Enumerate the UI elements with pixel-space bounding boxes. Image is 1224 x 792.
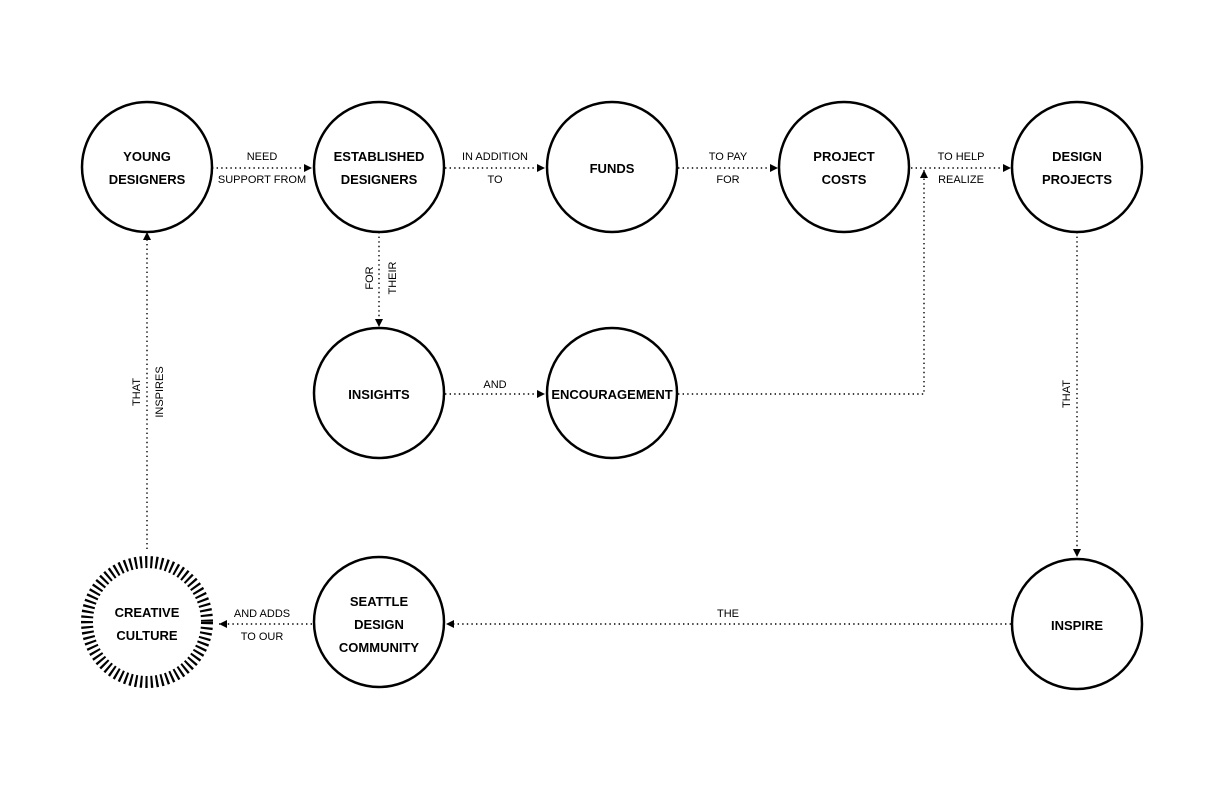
node-encouragement: ENCOURAGEMENT <box>545 326 679 460</box>
node-insights: INSIGHTS <box>312 326 446 460</box>
edge-label-for: FOR <box>716 174 739 186</box>
edge-label-to-pay: TO PAY <box>709 151 748 163</box>
edge-label-to-our: TO OUR <box>241 631 284 643</box>
node-label-line: INSIGHTS <box>348 387 410 402</box>
edge-label-support-from: SUPPORT FROM <box>218 174 306 186</box>
edge-label-that-vertical: THAT <box>1061 380 1073 408</box>
node-seattle-design-community: SEATTLE DESIGN COMMUNITY <box>312 555 446 689</box>
node-label-line: ESTABLISHED <box>334 149 425 164</box>
node-label-line: YOUNG <box>123 149 171 164</box>
edge-label-that-inspires-1: THAT <box>131 378 143 406</box>
edge-label-their-vertical: THEIR <box>387 261 399 294</box>
edge-label-and: AND <box>483 379 506 391</box>
edge-label-need: NEED <box>247 151 278 163</box>
node-label-line: COSTS <box>822 172 867 187</box>
node-label-line: DESIGNERS <box>341 172 418 187</box>
node-creative-culture: CREATIVE CULTURE <box>81 556 213 688</box>
node-label-line: DESIGN <box>354 617 404 632</box>
edge-label-to: TO <box>487 174 503 186</box>
edge-label-that-inspires-2: INSPIRES <box>154 366 166 417</box>
node-label-line: FUNDS <box>590 161 635 176</box>
node-inspire: INSPIRE <box>1010 557 1144 691</box>
node-label-line: PROJECTS <box>1042 172 1112 187</box>
node-established-designers: ESTABLISHED DESIGNERS <box>312 100 446 234</box>
node-label-line: SEATTLE <box>350 594 409 609</box>
node-funds: FUNDS <box>545 100 679 234</box>
edge-label-and-adds: AND ADDS <box>234 608 290 620</box>
node-young-designers: YOUNG DESIGNERS <box>80 100 214 234</box>
edge-label-realize: REALIZE <box>938 174 984 186</box>
edge-label-to-help: TO HELP <box>938 151 985 163</box>
node-label-line: INSPIRE <box>1051 618 1103 633</box>
edge-label-for-vertical: FOR <box>364 266 376 289</box>
node-project-costs: PROJECT COSTS <box>777 100 911 234</box>
node-label-line: DESIGNERS <box>109 172 186 187</box>
node-label-line: PROJECT <box>813 149 874 164</box>
node-design-projects: DESIGN PROJECTS <box>1010 100 1144 234</box>
edge-label-in-addition: IN ADDITION <box>462 151 528 163</box>
node-label-line: ENCOURAGEMENT <box>551 387 672 402</box>
node-label-line: CULTURE <box>116 628 177 643</box>
edge-label-the: THE <box>717 608 739 620</box>
node-label-line: CREATIVE <box>115 605 180 620</box>
node-label-line: DESIGN <box>1052 149 1102 164</box>
node-label-line: COMMUNITY <box>339 640 419 655</box>
